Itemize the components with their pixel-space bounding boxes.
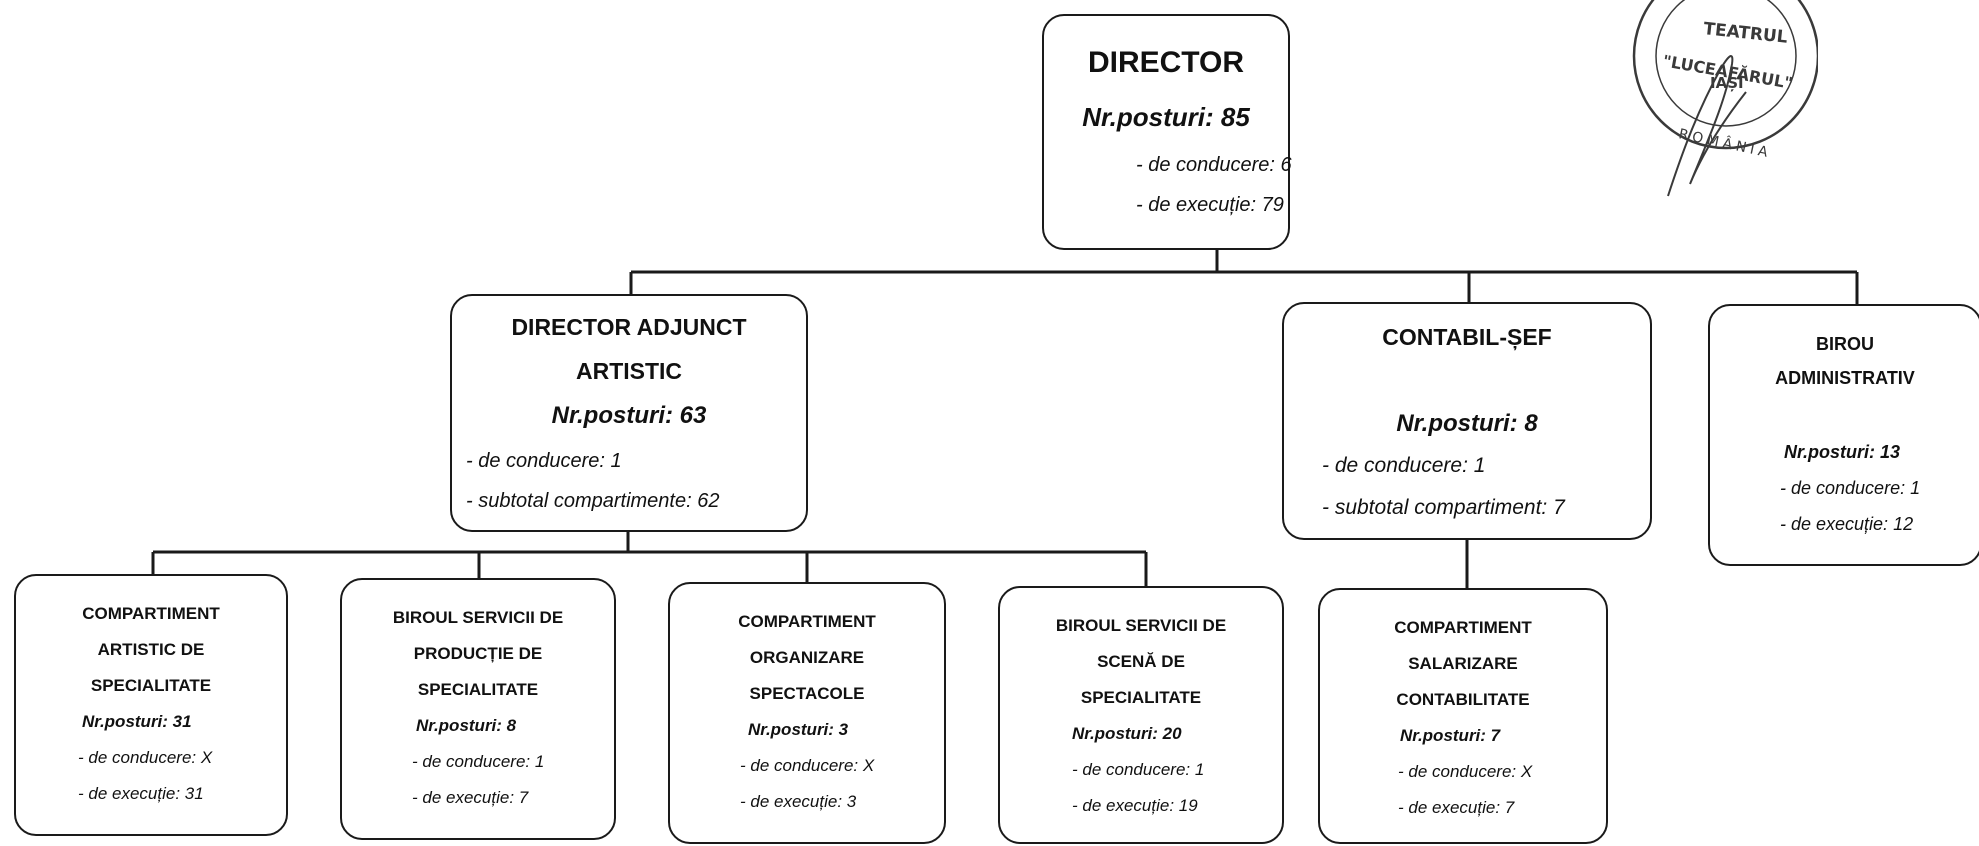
- unit-box-salarizare: COMPARTIMENT SALARIZARE CONTABILITATE Nr…: [1318, 588, 1608, 844]
- unit-2-line-conducere: - de conducere: 1: [412, 752, 545, 771]
- official-stamp: TEATRUL "LUCEAFĂRUL" IAȘI ROMÂNIA: [1632, 0, 1818, 197]
- contabil-line-conducere: - de conducere: 1: [1322, 454, 1486, 477]
- unit-3-title-line-1: COMPARTIMENT: [738, 612, 876, 631]
- stamp-text-1: TEATRUL: [1702, 19, 1788, 48]
- unit-1-posts: Nr.posturi: 31: [82, 712, 192, 731]
- unit-2-title-line-2: PRODUCȚIE DE: [413, 644, 543, 663]
- unit-2-line-executie: - de execuție: 7: [412, 788, 529, 807]
- unit-box-productie: BIROUL SERVICII DE PRODUCȚIE DE SPECIALI…: [340, 578, 616, 840]
- unit-3-posts: Nr.posturi: 3: [748, 720, 849, 739]
- birou-admin-title-line-1: BIROU: [1816, 334, 1874, 354]
- birou-admin-title-line-2: ADMINISTRATIV: [1775, 368, 1915, 388]
- unit-box-organizare: COMPARTIMENT ORGANIZARE SPECTACOLE Nr.po…: [668, 582, 946, 844]
- unit-2-title-line-1: BIROUL SERVICII DE: [392, 608, 564, 627]
- adjunct-box: DIRECTOR ADJUNCT ARTISTIC Nr.posturi: 63…: [450, 294, 808, 532]
- birou-admin-line-conducere: - de conducere: 1: [1780, 478, 1921, 498]
- unit-1-title-line-1: COMPARTIMENT: [82, 604, 220, 623]
- signature-stroke: [1667, 55, 1747, 197]
- unit-5-title-line-3: CONTABILITATE: [1396, 690, 1530, 709]
- adjunct-posts: Nr.posturi: 63: [551, 402, 707, 429]
- director-line-conducere: - de conducere: 6: [1136, 154, 1292, 176]
- unit-2-title-line-3: SPECIALITATE: [417, 680, 539, 699]
- contabil-title: CONTABIL-ȘEF: [1382, 324, 1552, 350]
- director-line-executie: - de execuție: 79: [1136, 194, 1284, 216]
- stamp-inner-ring: [1655, 0, 1797, 127]
- unit-4-line-conducere: - de conducere: 1: [1072, 760, 1205, 779]
- unit-box-scena: BIROUL SERVICII DE SCENĂ DE SPECIALITATE…: [998, 586, 1284, 844]
- unit-4-posts: Nr.posturi: 20: [1072, 724, 1182, 743]
- unit-3-line-conducere: - de conducere: X: [740, 756, 875, 775]
- director-posts: Nr.posturi: 85: [1082, 102, 1250, 132]
- adjunct-line-conducere: - de conducere: 1: [466, 450, 622, 472]
- unit-4-line-executie: - de execuție: 19: [1072, 796, 1198, 815]
- stamp-text-4: ROMÂNIA: [1677, 124, 1773, 161]
- unit-4-title-line-2: SCENĂ DE: [1097, 652, 1185, 671]
- adjunct-title-line-2: ARTISTIC: [575, 358, 683, 384]
- birou-admin-line-executie: - de execuție: 12: [1780, 514, 1914, 534]
- adjunct-title-line-1: DIRECTOR ADJUNCT: [511, 314, 747, 340]
- unit-3-line-executie: - de execuție: 3: [740, 792, 857, 811]
- unit-4-title-line-1: BIROUL SERVICII DE: [1055, 616, 1227, 635]
- unit-4-title-line-3: SPECIALITATE: [1080, 688, 1202, 707]
- unit-5-line-conducere: - de conducere: X: [1398, 762, 1533, 781]
- birou-admin-box: BIROU ADMINISTRATIV Nr.posturi: 13 - de …: [1708, 304, 1979, 566]
- birou-admin-posts: Nr.posturi: 13: [1784, 442, 1901, 462]
- unit-2-posts: Nr.posturi: 8: [416, 716, 517, 735]
- unit-5-title-line-2: SALARIZARE: [1408, 654, 1518, 673]
- contabil-line-subtotal: - subtotal compartiment: 7: [1322, 496, 1565, 519]
- unit-box-artistic: COMPARTIMENT ARTISTIC DE SPECIALITATE Nr…: [14, 574, 288, 836]
- unit-1-title-line-3: SPECIALITATE: [90, 676, 212, 695]
- stamp-outer-ring: [1632, 0, 1818, 150]
- unit-3-title-line-2: ORGANIZARE: [749, 648, 865, 667]
- unit-3-title-line-3: SPECTACOLE: [749, 684, 865, 703]
- contabil-posts: Nr.posturi: 8: [1396, 410, 1538, 437]
- contabil-box: CONTABIL-ȘEF Nr.posturi: 8 - de conducer…: [1282, 302, 1652, 540]
- stamp-text-3: IAȘI: [1710, 74, 1744, 92]
- unit-1-title-line-2: ARTISTIC DE: [97, 640, 205, 659]
- adjunct-line-subtotal: - subtotal compartimente: 62: [466, 490, 720, 512]
- unit-1-line-executie: - de execuție: 31: [78, 784, 204, 803]
- unit-5-posts: Nr.posturi: 7: [1400, 726, 1501, 745]
- director-box: DIRECTOR Nr.posturi: 85 - de conducere: …: [1042, 14, 1292, 250]
- unit-5-title-line-1: COMPARTIMENT: [1394, 618, 1532, 637]
- director-title: DIRECTOR: [1087, 46, 1245, 79]
- unit-1-line-conducere: - de conducere: X: [78, 748, 213, 767]
- unit-5-line-executie: - de execuție: 7: [1398, 798, 1515, 817]
